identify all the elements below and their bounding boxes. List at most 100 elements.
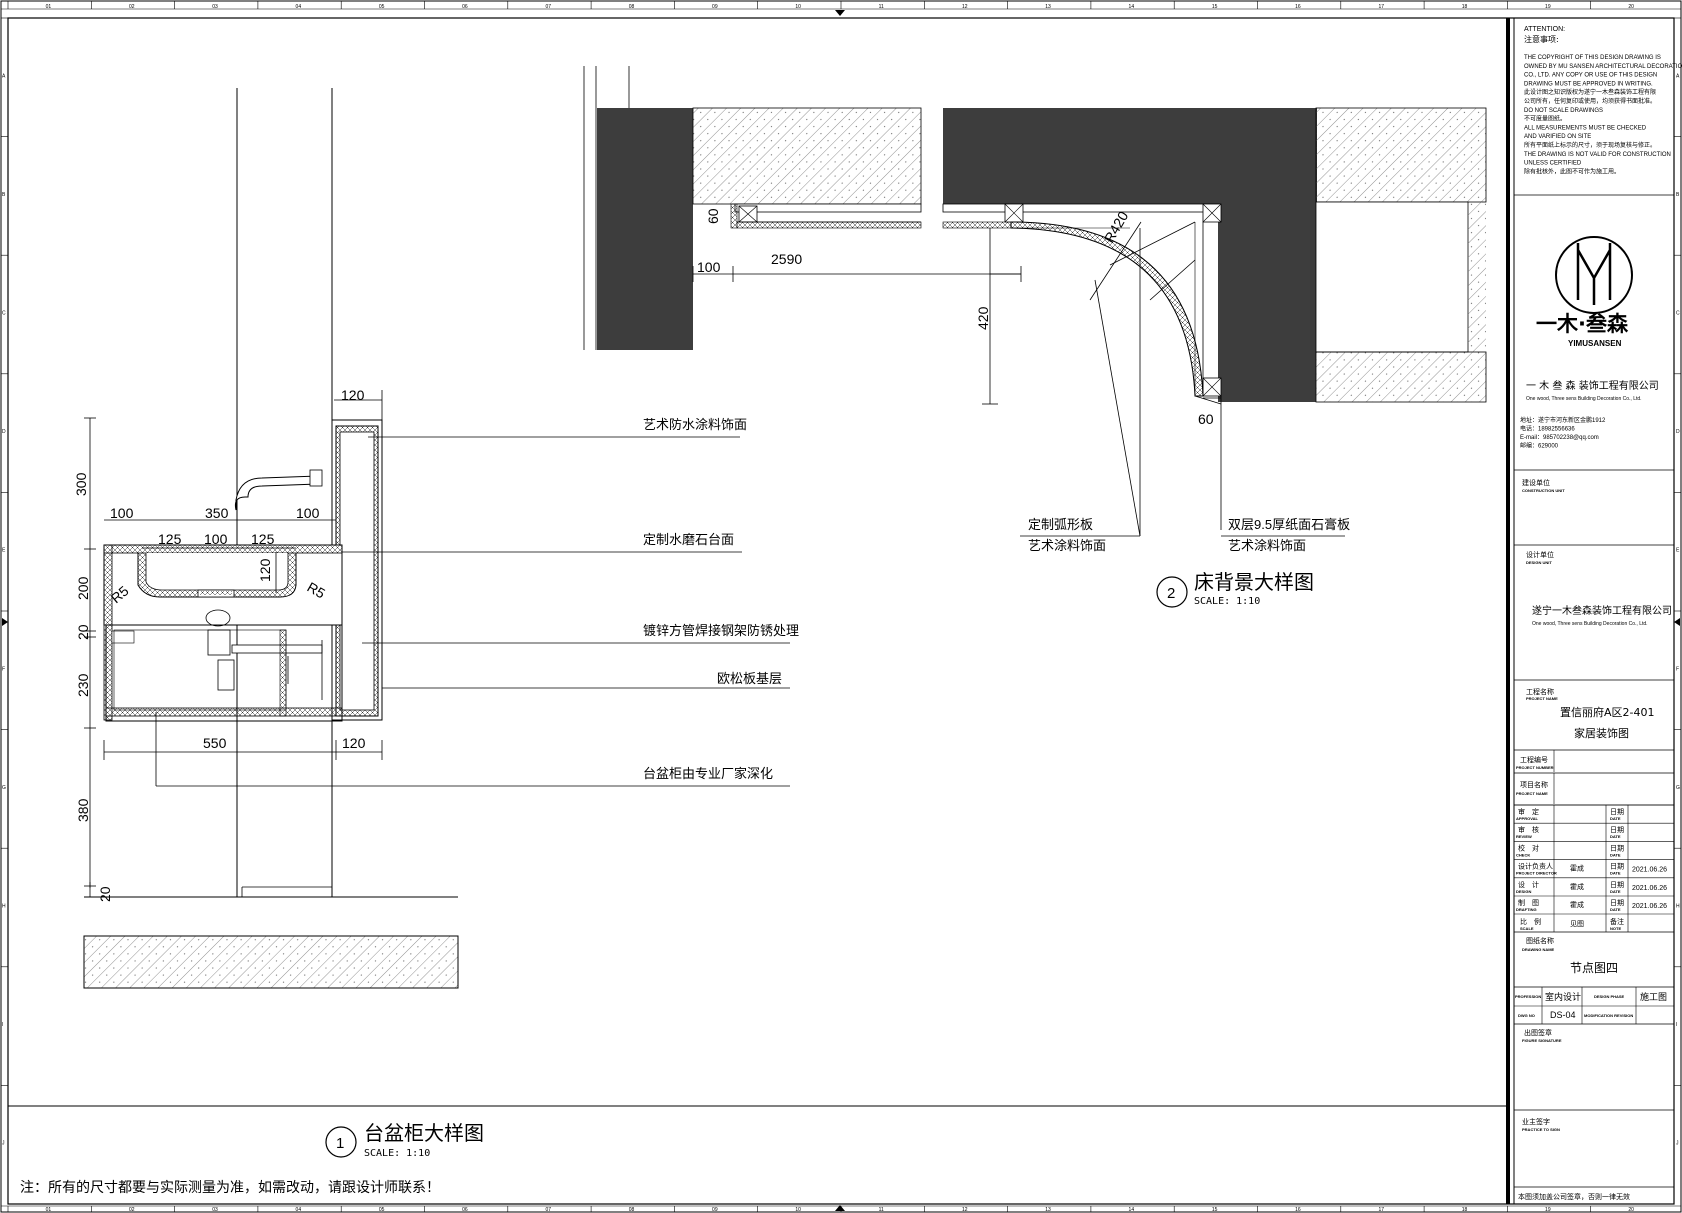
detail-2-bed-wall: 60 100 2590 R420 420 60 定制弧形板 艺术涂料饰面 双层9…: [583, 66, 1487, 608]
drawing-name: 节点图四: [1570, 961, 1618, 975]
grid-row-label: C: [2, 311, 6, 317]
item-name-label-en: PROJECT NAME: [1516, 791, 1548, 796]
grid-row-label: G: [1676, 785, 1680, 791]
dim-r5-right: R5: [305, 579, 329, 602]
approval-role-en: CHECK: [1516, 852, 1530, 857]
notice-line: UNLESS CERTIFIED: [1524, 161, 1582, 167]
label-terrazzo-top: 定制水磨石台面: [643, 532, 734, 547]
grid-col-label: 11: [879, 1207, 884, 1213]
grid-col-label: 09: [712, 1207, 718, 1213]
grid-col-label: 13: [1045, 1207, 1051, 1213]
grid-col-label: 07: [545, 4, 551, 10]
grid-col-label: 15: [1212, 1207, 1218, 1213]
dim-550: 550: [203, 735, 227, 751]
approval-name: 霍成: [1570, 882, 1584, 891]
item-name-label-cn: 项目名称: [1520, 780, 1548, 789]
grid-col-label: 08: [629, 4, 635, 10]
label-factory-detail: 台盆柜由专业厂家深化: [643, 766, 773, 781]
design-phase-label: DESIGN PHASE: [1594, 994, 1625, 999]
grid-col-label: 18: [1462, 1207, 1468, 1213]
label-art-paint-1: 艺术涂料饰面: [1028, 538, 1106, 553]
notice-line: 除有批核外，此图不可作为施工用。: [1524, 167, 1620, 175]
title-block: ATTENTION: 注意事项: THE COPYRIGHT OF THIS D…: [1506, 18, 1682, 1204]
detail-1-vanity: 120 300 100 350 100 125 100 125 120 200 …: [73, 88, 799, 1159]
grid-row-label: G: [2, 785, 6, 791]
detail-1-title: 台盆柜大样图: [364, 1121, 484, 1145]
dim-420: 420: [975, 306, 991, 330]
grid-row-label: I: [2, 1022, 3, 1028]
grid-col-label: 12: [962, 4, 968, 10]
approval-date-label-en: DATE: [1610, 816, 1621, 821]
grid-row-label: J: [1676, 1141, 1679, 1147]
approval-date-label-en: DATE: [1610, 907, 1621, 912]
grid-col-label: 10: [795, 4, 801, 10]
logo-text-cn: 一木·叁森: [1536, 312, 1629, 336]
approval-date-label-cn: 日期: [1610, 844, 1624, 852]
approval-name: 霍成: [1570, 900, 1584, 909]
notice-line: ALL MEASUREMENTS MUST BE CHECKED: [1524, 125, 1647, 131]
approval-role-en: DRAFTING: [1516, 907, 1537, 912]
contact-line: 邮编：629000: [1520, 442, 1559, 450]
contact-line: E-mail：985702238@qq.com: [1520, 435, 1599, 441]
project-name-label-cn: 工程名称: [1526, 687, 1554, 696]
approval-role-en: DESIGN: [1516, 889, 1531, 894]
label-osb-base: 欧松板基层: [717, 671, 782, 686]
grid-col-label: 20: [1628, 4, 1634, 10]
grid-col-label: 18: [1462, 4, 1468, 10]
grid-col-label: 07: [545, 1207, 551, 1213]
approval-role-cn: 制 图: [1518, 898, 1539, 907]
scale-row: 比 例 SCALE 见图 备注 NOTE: [1514, 805, 1674, 933]
grid-row-label: D: [1676, 429, 1680, 435]
notice-line: OWNED BY MU SANSEN ARCHITECTURAL DECORAT…: [1524, 64, 1682, 70]
detail-1-labels: 艺术防水涂料饰面 定制水磨石台面 镀锌方管焊接钢架防锈处理 欧松板基层 台盆柜由…: [643, 417, 799, 781]
scale-label-en: SCALE: [1520, 926, 1534, 931]
grid-row-label: D: [2, 429, 6, 435]
grid-row-label: H: [2, 904, 6, 910]
detail-2-dimensions: 60 100 2590 R420 420 60: [697, 208, 1214, 427]
signature-label-cn: 出图签章: [1524, 1028, 1552, 1037]
grid-col-label: 04: [296, 4, 302, 10]
grid-col-label: 19: [1545, 1207, 1551, 1213]
detail-2-number: 2: [1167, 585, 1175, 602]
grid-col-label: 15: [1212, 4, 1218, 10]
center-mark-top: [835, 10, 845, 16]
grid-col-label: 01: [46, 4, 52, 10]
approval-date-label-en: DATE: [1610, 852, 1621, 857]
detail-2-labels: 定制弧形板 艺术涂料饰面 双层9.5厚纸面石膏板 艺术涂料饰面: [1028, 517, 1350, 553]
dim-380: 380: [75, 798, 91, 822]
grid-col-label: 01: [46, 1207, 52, 1213]
attention-en: ATTENTION:: [1524, 26, 1565, 33]
grid-col-label: 03: [212, 1207, 218, 1213]
project-line-1: 置信丽府A区2-401: [1560, 705, 1655, 719]
approval-date-label-cn: 日期: [1610, 863, 1624, 871]
approval-date: 2021.06.26: [1632, 885, 1667, 892]
label-gypsum-board: 双层9.5厚纸面石膏板: [1228, 517, 1350, 532]
approval-role-cn: 审 核: [1518, 825, 1539, 834]
notice-line: 所有平面纸上标示的尺寸，须于现场复核与修正。: [1524, 141, 1656, 149]
notice-line: 不可度量图纸。: [1524, 115, 1566, 123]
design-unit-name-en: One wood, Three sens Building Decoration…: [1532, 621, 1648, 627]
approval-role-cn: 设计负责人: [1518, 862, 1553, 871]
design-unit-label-en: DESIGN UNIT: [1526, 560, 1552, 565]
label-curved-board: 定制弧形板: [1028, 517, 1093, 532]
design-phase-value: 施工图: [1640, 991, 1667, 1003]
drawing-name-label-en: DRAWING NAME: [1522, 947, 1555, 952]
dim-r420: R420: [1101, 208, 1132, 245]
grid-row-label: F: [1676, 666, 1679, 672]
grid-row-label: E: [1676, 548, 1680, 554]
grid-col-label: 05: [379, 4, 385, 10]
grid-col-label: 12: [962, 1207, 968, 1213]
grid-col-label: 06: [462, 4, 468, 10]
title-block-footer: 本图须加盖公司签章，否则一律无效: [1518, 1192, 1630, 1201]
dim-350: 350: [205, 505, 229, 521]
notice-line: THE COPYRIGHT OF THIS DESIGN DRAWING IS: [1524, 55, 1661, 61]
grid-row-label: B: [1676, 192, 1680, 198]
grid-row-label: I: [1676, 1022, 1677, 1028]
detail-2-title: 床背景大样图: [1194, 570, 1314, 594]
grid-row-label: F: [2, 666, 5, 672]
approval-name: 霍成: [1570, 864, 1584, 873]
notice-line: THE DRAWING IS NOT VALID FOR CONSTRUCTIO…: [1524, 152, 1671, 158]
profession-value: 室内设计: [1545, 991, 1581, 1003]
